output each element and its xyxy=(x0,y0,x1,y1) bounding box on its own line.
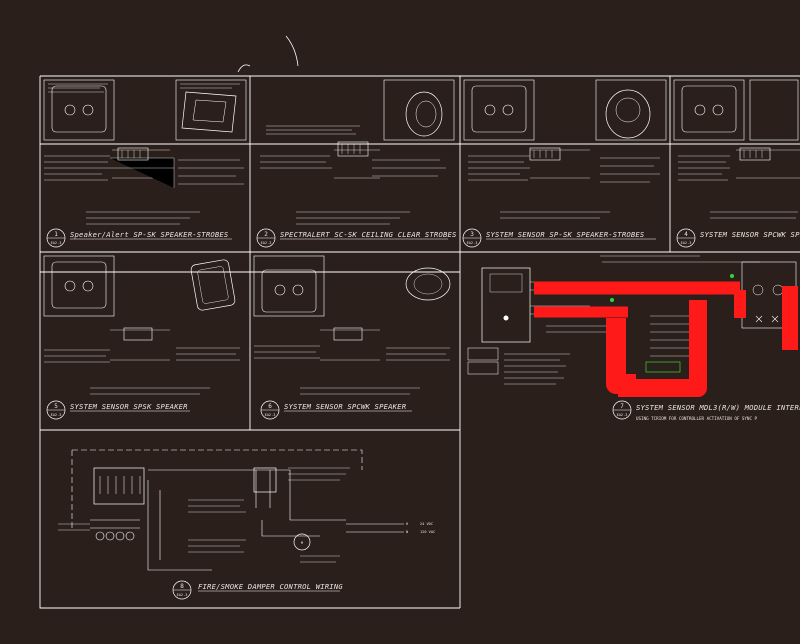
power-supply-label-1: 24 VDC xyxy=(420,522,433,526)
panel-7-subtitle: USING TCRIOM FOR CONTROLLER ACTIVATION O… xyxy=(636,416,757,421)
panel-1-sheet-ref: EA2.3 xyxy=(51,241,62,245)
panel-8-title: FIRE/SMOKE DAMPER CONTROL WIRING xyxy=(198,582,343,591)
panel-7-number: 7 xyxy=(620,403,624,410)
panel-6-sheet-ref: EA2.3 xyxy=(265,413,276,417)
stray-arc-right xyxy=(285,35,299,67)
panel-3: 3 EA2.3 SYSTEM SENSOR SP-SK SPEAKER-STRO… xyxy=(462,79,667,248)
panel-8-number: 8 xyxy=(180,583,184,590)
panel-1-title: Speaker/Alert SP-SK SPEAKER-STROBES xyxy=(70,230,229,239)
panel-5-number: 5 xyxy=(54,403,58,410)
panel-8-sheet-ref: EA2.3 xyxy=(177,593,188,597)
panel-7-title: SYSTEM SENSOR MDL3(R/W) MODULE INTERFACE xyxy=(636,403,800,412)
red-markup-lines xyxy=(534,281,798,397)
panel-4-number: 4 xyxy=(684,231,688,238)
panel-1-number: 1 xyxy=(54,231,58,238)
panel-6-number: 6 xyxy=(268,403,272,410)
power-neutral-label: N xyxy=(406,530,408,534)
panel-2: 2 EA2.3 SPECTRALERT SC-SK CEILING CLEAR … xyxy=(256,79,457,248)
panel-4-sheet-ref: EA2.3 xyxy=(681,241,692,245)
sheet-grid xyxy=(39,75,800,609)
panel-7: 7 EA2.3 SYSTEM SENSOR MDL3(R/W) MODULE I… xyxy=(467,255,800,421)
panel-4-title: SYSTEM SENSOR SPCWK SPEAKER-STROBES xyxy=(700,230,800,239)
panel-6-title: SYSTEM SENSOR SPCWK SPEAKER xyxy=(284,402,407,411)
panel-6: 6 EA2.3 SYSTEM SENSOR SPCWK SPEAKER xyxy=(253,255,451,420)
panel-4: 4 EA2.3 SYSTEM SENSOR SPCWK SPEAKER-STRO… xyxy=(673,79,800,248)
power-hot-label: H xyxy=(406,522,408,526)
panel-5-title: SYSTEM SENSOR SPSK SPEAKER xyxy=(70,402,188,411)
panel-5-sheet-ref: EA2.3 xyxy=(51,413,62,417)
panel-2-title: SPECTRALERT SC-SK CEILING CLEAR STROBES xyxy=(280,230,457,239)
stray-arc-left xyxy=(237,64,251,73)
panel-3-title: SYSTEM SENSOR SP-SK SPEAKER-STROBES xyxy=(486,230,645,239)
power-supply-label-2: 120 VAC xyxy=(420,530,435,534)
panel-5: 5 EA2.3 SYSTEM SENSOR SPSK SPEAKER xyxy=(43,255,240,420)
panel-2-sheet-ref: EA2.3 xyxy=(261,241,272,245)
panel-3-number: 3 xyxy=(470,231,474,238)
panel-1: 1 EA2.3 Speaker/Alert SP-SK SPEAKER-STRO… xyxy=(43,79,247,248)
panel-7-sheet-ref: EA2.3 xyxy=(617,413,628,417)
damper-motor-label: M xyxy=(301,541,304,545)
panel-2-number: 2 xyxy=(264,231,268,238)
panel-3-sheet-ref: EA2.3 xyxy=(467,241,478,245)
panel-8: M H N 24 VDC 120 VAC 8 EA2.3 FIRE/SMOKE … xyxy=(58,449,435,600)
